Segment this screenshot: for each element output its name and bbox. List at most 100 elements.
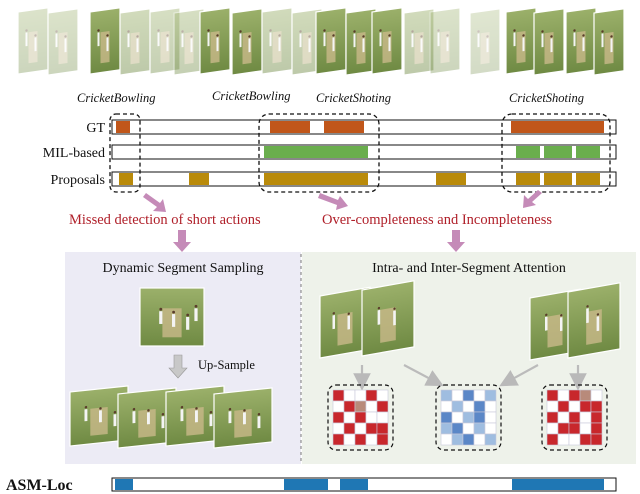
problem-arrows <box>143 190 542 212</box>
attention-cell <box>451 389 464 402</box>
attention-cell <box>568 433 581 446</box>
cricket-frame-thumbnail <box>291 8 323 76</box>
cricket-frame-thumbnail <box>593 8 625 76</box>
sampled-frame <box>139 287 205 347</box>
attention-cell <box>332 400 345 413</box>
cricket-frame-thumbnail <box>319 286 371 359</box>
highlight-box-right <box>501 113 611 193</box>
upsampled-frame-stack <box>69 385 273 449</box>
attention-cell <box>568 422 581 435</box>
attention-cell <box>546 433 559 446</box>
gt-segment <box>116 121 130 133</box>
problem-missed-detection: Missed detection of short actions <box>69 212 261 228</box>
strip-label-shoting-1: CricketShoting <box>316 91 391 105</box>
timeline-mil <box>111 144 617 160</box>
attention-matrices <box>327 384 608 451</box>
cricket-frame-thumbnail <box>469 8 501 76</box>
arrow-inter-left <box>403 364 444 387</box>
attention-cell <box>354 422 367 435</box>
row-label-gt: GT <box>86 121 105 136</box>
attention-cell <box>332 411 345 424</box>
attention-cell <box>343 389 356 402</box>
arrow-inter-right <box>499 364 539 387</box>
attention-cell <box>546 389 559 402</box>
attention-cell <box>462 400 475 413</box>
attention-cell <box>376 400 389 413</box>
attention-cell <box>590 389 603 402</box>
mil-segment <box>264 146 368 158</box>
attention-cell <box>473 400 486 413</box>
attention-cell <box>354 433 367 446</box>
attention-cell <box>568 400 581 413</box>
row-label-proposals: Proposals <box>51 173 105 188</box>
highlight-box-mid <box>258 113 380 193</box>
arrow-to-over-right <box>523 190 542 208</box>
attention-cell <box>462 422 475 435</box>
attention-cell <box>343 411 356 424</box>
arrow-to-missed <box>143 193 166 212</box>
proposal-segment <box>119 173 133 185</box>
attention-cell <box>557 433 570 446</box>
attention-cell <box>579 389 592 402</box>
attention-cell <box>451 433 464 446</box>
attention-cell <box>376 422 389 435</box>
attention-cell <box>440 422 453 435</box>
cricket-frame-thumbnail <box>149 7 181 75</box>
attention-cell <box>354 411 367 424</box>
strip-label-bowling-2: CricketBowling <box>212 89 290 103</box>
cricket-frame-thumbnail <box>429 7 461 75</box>
attention-cell <box>590 422 603 435</box>
cricket-frame-thumbnail <box>261 7 293 75</box>
attention-cell <box>451 411 464 424</box>
cricket-frame-thumbnail <box>69 385 129 447</box>
attention-cell <box>365 411 378 424</box>
proposal-segment <box>544 173 572 185</box>
attention-cell <box>354 400 367 413</box>
segment-frames-left <box>319 280 415 359</box>
video-frame-strip <box>17 7 625 76</box>
row-label-mil: MIL-based <box>43 146 105 161</box>
upsample-label: Up-Sample <box>198 358 255 372</box>
attention-cell <box>473 422 486 435</box>
cricket-frame-thumbnail <box>505 7 537 75</box>
cricket-frame-thumbnail <box>139 287 205 347</box>
strip-label-bowling-1: CricketBowling <box>77 91 155 105</box>
cricket-frame-thumbnail <box>533 8 565 76</box>
timeline-gt <box>111 119 617 135</box>
attention-cell <box>376 389 389 402</box>
attention-cell <box>473 433 486 446</box>
inter-attention-matrix <box>435 384 502 451</box>
attention-cell <box>590 400 603 413</box>
cricket-frame-thumbnail <box>17 7 49 75</box>
cricket-frame-thumbnail <box>165 385 225 447</box>
attention-cell <box>343 400 356 413</box>
attention-cell <box>484 422 497 435</box>
attention-cell <box>473 411 486 424</box>
attention-cell <box>332 433 345 446</box>
attention-cell <box>579 422 592 435</box>
intra-attention-matrix-right <box>541 384 608 451</box>
attention-cell <box>557 389 570 402</box>
attention-cell <box>354 389 367 402</box>
right-panel-title: Intra- and Inter-Segment Attention <box>372 261 566 276</box>
upsample-arrow <box>168 354 188 379</box>
gt-segment <box>324 121 364 133</box>
attention-cell <box>484 433 497 446</box>
attention-cell <box>440 433 453 446</box>
attention-cell <box>332 422 345 435</box>
attention-cell <box>546 411 559 424</box>
attention-cell <box>557 422 570 435</box>
cricket-frame-thumbnail <box>371 7 403 75</box>
cricket-frame-thumbnail <box>119 8 151 76</box>
segment-frames-right <box>529 282 621 361</box>
problem-over-completeness: Over-completeness and Incompleteness <box>322 212 552 228</box>
attention-cell <box>462 389 475 402</box>
cricket-frame-thumbnail <box>231 8 263 76</box>
gt-segment <box>270 121 310 133</box>
cricket-frame-thumbnail <box>89 7 121 75</box>
cricket-frame-thumbnail <box>173 8 205 76</box>
attention-cell <box>590 411 603 424</box>
highlight-box-short <box>109 113 141 193</box>
mil-segment <box>516 146 540 158</box>
